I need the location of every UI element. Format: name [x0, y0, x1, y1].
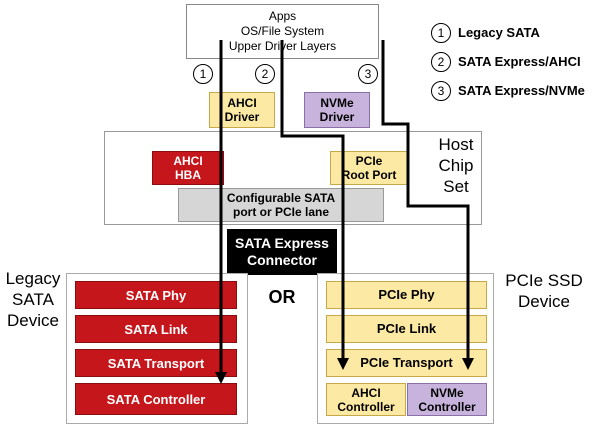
path-2-line [280, 40, 345, 362]
nvme-controller: NVMe Controller [407, 383, 487, 416]
port-line2: port or PCIe lane [232, 205, 330, 219]
path-1-circle: 1 [193, 64, 213, 84]
legacy-label-line2: SATA [12, 290, 54, 309]
nvme-controller-line2: Controller [418, 399, 476, 414]
pcie-label-line2: Device [518, 292, 570, 311]
pcie-link: PCIe Link [326, 315, 487, 343]
sata-link: SATA Link [75, 315, 237, 343]
path-2-circle: 2 [255, 64, 275, 84]
ahci-controller-line1: AHCI [351, 385, 381, 400]
hba-line2: HBA [175, 168, 201, 182]
sata-controller: SATA Controller [75, 383, 237, 415]
configurable-port: Configurable SATA port or PCIe lane [178, 188, 384, 222]
ahci-hba: AHCI HBA [152, 151, 224, 185]
connector-line1: SATA Express [235, 235, 329, 251]
ahci-controller-line2: Controller [337, 399, 395, 414]
host-label-line1: Host [438, 135, 474, 154]
path-3-line [381, 40, 470, 362]
path-3-circle: 3 [358, 64, 378, 84]
or-label: OR [268, 287, 296, 307]
legend-2-label: SATA Express/AHCI [458, 54, 581, 69]
ahci-controller: AHCI Controller [326, 383, 406, 416]
legacy-label-line3: Device [7, 311, 59, 330]
host-label-line3: Set [443, 177, 469, 196]
pcie-transport: PCIe Transport [326, 349, 487, 377]
path-1-arrowhead [215, 372, 227, 384]
nvme-driver-line1: NVMe [320, 96, 354, 110]
nvme-driver-line2: Driver [319, 110, 355, 124]
legend-3-circle: 3 [431, 81, 451, 101]
apps-line: Apps [268, 9, 297, 23]
connector-line2: Connector [247, 252, 317, 268]
pcie-phy: PCIe Phy [326, 281, 487, 309]
pcie-device-label: PCIe SSD Device [488, 270, 600, 312]
nvme-controller-line1: NVMe [430, 385, 464, 400]
legend-1-circle: 1 [431, 23, 451, 43]
legacy-device-label: Legacy SATA Device [0, 268, 66, 331]
legend-1-label: Legacy SATA [458, 25, 540, 40]
os-line: OS/File System [240, 24, 325, 38]
path-3-arrowhead [462, 358, 474, 370]
sata-express-connector: SATA Express Connector [227, 229, 337, 275]
sata-transport: SATA Transport [75, 349, 237, 377]
host-chip-set-label: Host Chip Set [428, 134, 484, 197]
port-line1: Configurable SATA [226, 191, 336, 205]
root-port-line2: Root Port [341, 168, 397, 182]
legend-2-circle: 2 [431, 52, 451, 72]
host-label-line2: Chip [438, 156, 474, 175]
legacy-label-line1: Legacy [5, 269, 61, 288]
ahci-driver-line1: AHCI [227, 96, 257, 110]
root-port-line1: PCIe [355, 154, 383, 168]
sata-phy: SATA Phy [75, 281, 237, 309]
pcie-label-line1: PCIe SSD [505, 271, 583, 290]
legend-3-label: SATA Express/NVMe [458, 83, 585, 98]
hba-line1: AHCI [173, 154, 203, 168]
ahci-driver-line2: Driver [224, 110, 260, 124]
nvme-driver: NVMe Driver [304, 92, 370, 128]
path-2-arrowhead [337, 358, 349, 370]
